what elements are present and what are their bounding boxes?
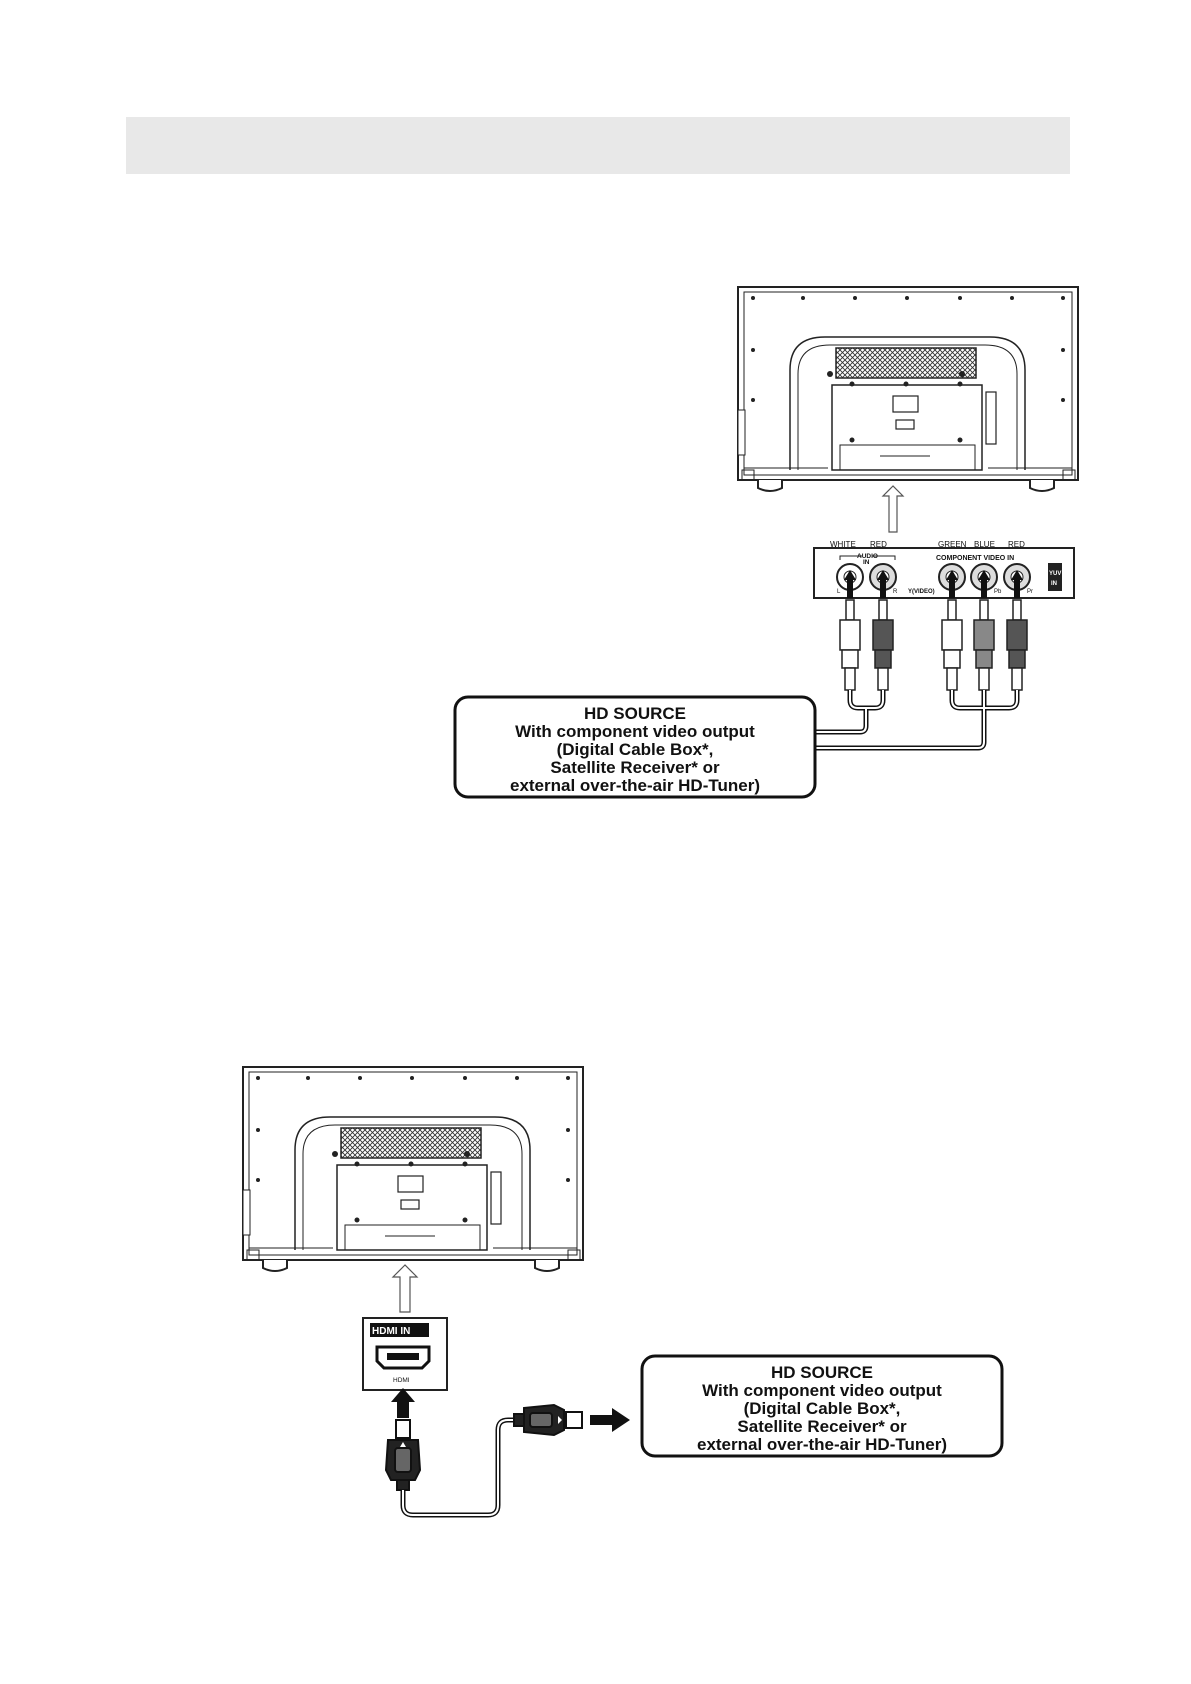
svg-text:With component video output: With component video output <box>515 722 755 741</box>
svg-text:Satellite Receiver* or: Satellite Receiver* or <box>550 758 720 777</box>
svg-text:external over-the-air HD-Tuner: external over-the-air HD-Tuner) <box>510 776 760 795</box>
label-y-video: Y(VIDEO) <box>908 589 935 595</box>
label-hdmi-port: HDMI <box>393 1377 410 1384</box>
svg-text:external over-the-air HD-Tuner: external over-the-air HD-Tuner) <box>697 1435 947 1454</box>
svg-text:Satellite Receiver* or: Satellite Receiver* or <box>737 1417 907 1436</box>
label-hdmi-in: HDMI IN <box>372 1326 410 1337</box>
component-cables <box>815 690 1020 751</box>
svg-text:With component video output: With component video output <box>702 1381 942 1400</box>
label-red-audio: RED <box>870 540 887 549</box>
svg-text:HD SOURCE: HD SOURCE <box>771 1363 873 1382</box>
hdmi-source-arrow <box>590 1408 630 1432</box>
label-red-video: RED <box>1008 540 1025 549</box>
label-green: GREEN <box>938 540 967 549</box>
component-cables-highlight <box>815 690 1018 749</box>
label-component-video-in: COMPONENT VIDEO IN <box>936 555 1014 562</box>
plug-arrows <box>844 570 1023 598</box>
label-audio-in-2: IN <box>863 559 870 566</box>
hdmi-in-panel <box>362 1317 448 1391</box>
header-band <box>126 117 1070 174</box>
svg-text:HD SOURCE: HD SOURCE <box>584 704 686 723</box>
label-yuv: YUV <box>1049 571 1061 577</box>
label-audio-in: AUDIO <box>857 553 878 560</box>
arrow-to-hdmi-panel <box>391 1264 419 1313</box>
hd-source-box-hdmi <box>640 1354 1004 1458</box>
label-l: L <box>837 589 841 595</box>
label-white: WHITE <box>830 540 856 549</box>
label-r: R <box>893 589 898 595</box>
hdmi-plug-horizontal <box>513 1403 583 1437</box>
hdmi-cable <box>400 1417 514 1518</box>
hd-source-text-component: HD SOURCE With component video output (D… <box>510 704 760 795</box>
svg-text:(Digital Cable Box*,: (Digital Cable Box*, <box>744 1399 901 1418</box>
hdmi-plug-arrow <box>391 1388 415 1418</box>
arrow-to-jack-panel <box>881 485 905 533</box>
label-pb: Pb <box>994 589 1002 595</box>
label-pr: Pr <box>1027 589 1033 595</box>
rca-plugs <box>839 599 1028 691</box>
tv-back-top <box>737 286 1079 492</box>
hd-source-box-component <box>453 695 817 799</box>
hdmi-plug-vertical <box>384 1419 422 1491</box>
label-blue: BLUE <box>974 540 995 549</box>
svg-text:(Digital Cable Box*,: (Digital Cable Box*, <box>557 740 714 759</box>
label-yuv-in: IN <box>1051 581 1057 587</box>
tv-back-bottom <box>242 1066 584 1272</box>
hd-source-text-hdmi: HD SOURCE With component video output (D… <box>697 1363 947 1454</box>
